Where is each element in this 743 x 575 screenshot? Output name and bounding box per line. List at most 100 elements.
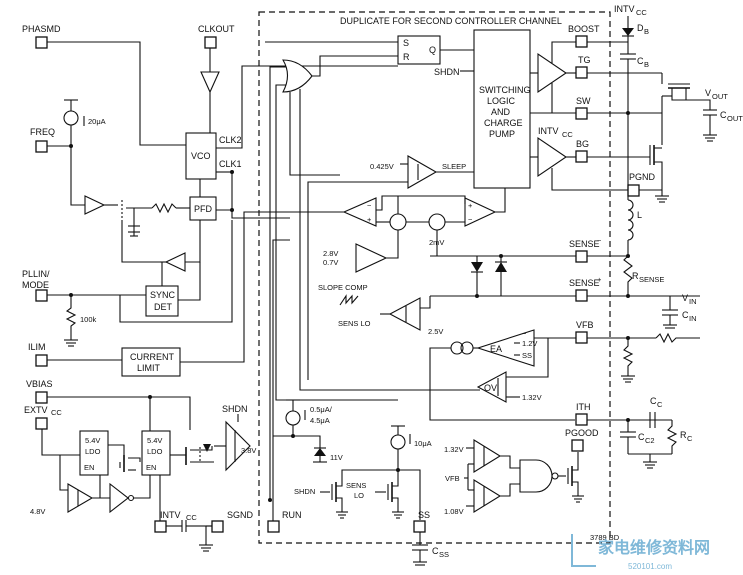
pin-phasmd-label: PHASMD	[22, 24, 61, 34]
ov-comparator	[476, 371, 507, 403]
zener-11v	[314, 448, 326, 456]
resistor-rsense	[623, 255, 633, 296]
or-gate	[282, 59, 313, 93]
rc-plus: +	[468, 201, 473, 210]
label-0425: 0.425V	[370, 162, 394, 171]
label-cc2-sub: C2	[645, 436, 655, 445]
pin-vbias	[35, 391, 48, 404]
vco-block	[185, 132, 217, 180]
comparator-4p8	[67, 483, 94, 513]
label-slope-comp: SLOPE COMP	[318, 283, 368, 292]
clk1-label: CLK1	[219, 159, 242, 169]
pin-run-label: RUN	[282, 510, 302, 520]
pin-ith	[575, 413, 588, 426]
label-rc-sub: C	[687, 434, 693, 443]
watermark-main: 家电维修资料网	[598, 538, 710, 557]
label-ea: EA	[490, 344, 502, 354]
label-sens-lo: SENS LO	[338, 319, 371, 328]
label-4p8: 4.8V	[30, 507, 45, 516]
ldo-b-2: LDO	[147, 447, 163, 456]
label-ov: OV	[484, 383, 497, 393]
pin-pgood-label: PGOOD	[565, 428, 599, 438]
pin-mode-label: MODE	[22, 280, 49, 290]
label-vout: V	[705, 88, 711, 98]
label-3p8: 3.8V	[241, 446, 256, 455]
pin-ss	[413, 520, 426, 533]
label-cb: C	[637, 56, 644, 66]
summer-1	[389, 213, 407, 231]
pin-tg-label: TG	[578, 55, 591, 65]
sync-label-2: DET	[154, 302, 173, 312]
clk2-label: CLK2	[219, 135, 242, 145]
pin-phasmd	[35, 36, 48, 49]
pin-sw	[575, 107, 588, 120]
sw-logic-4: CHARGE	[484, 118, 523, 128]
intvcc-driver-label: INTV	[538, 126, 559, 136]
label-vin-sub: IN	[689, 297, 697, 306]
pin-intvcc-label: INTV	[160, 510, 181, 520]
current-source-10ua	[390, 434, 406, 450]
label-cin: C	[682, 310, 689, 320]
pin-sgnd	[211, 520, 224, 533]
label-ss-in: SS	[522, 351, 532, 360]
diode-1	[471, 262, 483, 272]
label-css: C	[432, 546, 439, 556]
pin-bg	[575, 150, 588, 163]
pin-extvcc	[35, 417, 48, 430]
label-lo: LO	[354, 491, 364, 500]
watermark-logo	[571, 534, 596, 567]
duplicate-title: DUPLICATE FOR SECOND CONTROLLER CHANNEL	[340, 16, 562, 26]
pin-intvcc-sub: CC	[186, 513, 197, 522]
sr-s: S	[403, 38, 409, 48]
label-cc2: C	[638, 432, 645, 442]
pin-pllin-mode	[35, 289, 48, 302]
pin-pgnd	[627, 184, 640, 197]
label-pg132: 1.32V	[444, 445, 464, 454]
pin-sense-plus	[575, 289, 588, 302]
current-limit-block	[121, 347, 181, 377]
rc-minus: −	[468, 215, 473, 224]
label-2p5: 2.5V	[428, 327, 443, 336]
sync-label-1: SYNC	[150, 290, 176, 300]
sleep-comparator	[407, 155, 438, 189]
summer-2	[428, 213, 446, 231]
sr-q: Q	[429, 45, 436, 55]
sr-r: R	[403, 52, 410, 62]
label-sens: SENS	[346, 481, 366, 490]
label-cout: C	[720, 110, 727, 120]
pin-vfb	[575, 331, 588, 344]
ldo-a-2: LDO	[85, 447, 101, 456]
ldo-b-1: 5.4V	[147, 436, 162, 445]
nand-gate	[519, 459, 553, 493]
pin-freq	[35, 140, 48, 153]
duplicate-channel-frame	[258, 11, 611, 544]
label-shdn-b: SHDN	[294, 487, 315, 496]
figure-code: 3789 BD	[590, 533, 620, 542]
freq-buffer	[84, 195, 106, 215]
label-sleep: SLEEP	[442, 162, 466, 171]
label-4p5ua: 4.5μA	[310, 416, 330, 425]
pin-ith-label: ITH	[576, 402, 591, 412]
pin-sense-minus-sign: −	[597, 236, 602, 245]
pin-vbias-label: VBIAS	[26, 379, 53, 389]
label-2p8: 2.8V	[323, 249, 338, 258]
inductor-l	[627, 199, 634, 241]
label-css-sub: SS	[439, 550, 449, 559]
diode-db	[622, 28, 634, 36]
pin-sense-minus-label: SENSE	[569, 239, 600, 249]
pin-tg	[575, 66, 588, 79]
intvcc-top-label: INTV	[614, 4, 635, 14]
shdn-top-label: SHDN	[222, 404, 248, 414]
pin-boost	[575, 35, 588, 48]
label-cc-sub: C	[657, 400, 663, 409]
label-rc: R	[680, 430, 687, 440]
pin-pgnd-label: PGND	[629, 172, 656, 182]
pfd-block	[189, 196, 217, 221]
reverse-comparator	[464, 197, 497, 227]
label-l: L	[637, 210, 642, 220]
pfd-label: PFD	[194, 204, 213, 214]
label-cout-sub: OUT	[727, 114, 743, 123]
sw-logic-5: PUMP	[489, 129, 515, 139]
pin-extvcc-sub: CC	[51, 408, 62, 417]
label-0p7: 0.7V	[323, 258, 338, 267]
